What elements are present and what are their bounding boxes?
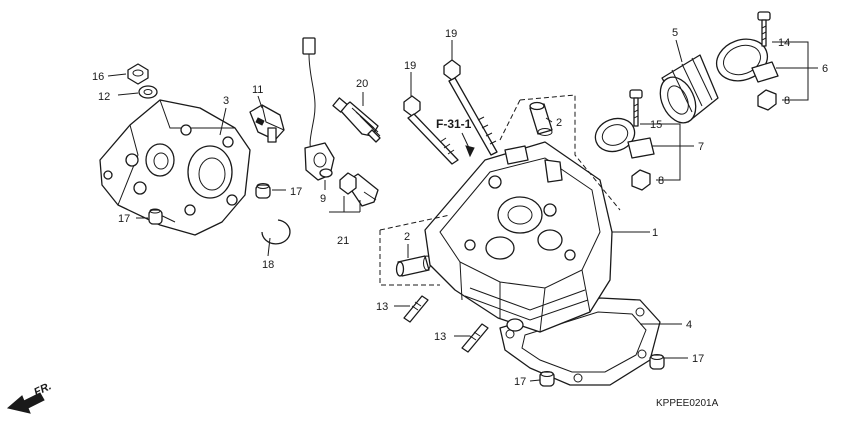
callout-9: 9 (320, 193, 326, 205)
reference-box-upper (499, 94, 621, 211)
callout-6: 6 (822, 63, 828, 75)
part-9-plug-wire (302, 37, 335, 181)
part-8-nut-upper (757, 89, 777, 111)
callout-8-lower: 8 (658, 175, 664, 187)
part-17-cap-d (539, 371, 555, 387)
callout-4: 4 (686, 319, 692, 331)
part-13-stud-lower (461, 323, 489, 353)
callout-17-a: 17 (290, 186, 302, 198)
part-20-spark-plug (332, 97, 381, 143)
part-13-stud-upper (403, 295, 429, 323)
callout-14: 14 (778, 37, 790, 49)
part-21-sensor (339, 172, 379, 207)
part-2-dowel-upper (529, 101, 553, 136)
part-19-bolt-short (403, 95, 459, 165)
callout-15: 15 (650, 119, 662, 131)
part-16-nut (127, 63, 149, 85)
callout-11: 11 (252, 84, 263, 96)
part-17-cap-b (148, 208, 163, 225)
part-2-dowel-lower (395, 255, 431, 277)
part-19-bolt-long (443, 59, 498, 156)
callout-5: 5 (672, 27, 678, 39)
callout-8-upper: 8 (784, 95, 790, 107)
front-direction-indicator: FR. (6, 380, 53, 414)
part-6-clamp (715, 38, 779, 83)
part-5-intake-rubber (659, 54, 719, 124)
callout-12: 12 (98, 91, 110, 103)
callout-labels: 16 12 3 11 20 19 19 2 17 17 9 21 18 2 13… (92, 27, 828, 388)
diagram-code: KPPEE0201A (656, 398, 719, 409)
part-8-nut-lower (631, 169, 651, 191)
callout-17-b: 17 (118, 213, 130, 225)
callout-13-upper: 13 (376, 301, 388, 313)
part-14-screw (757, 11, 771, 47)
callout-17-c: 17 (692, 353, 704, 365)
callout-1: 1 (652, 227, 658, 239)
part-7-clamp (594, 117, 655, 159)
callout-3: 3 (223, 95, 229, 107)
part-11-sensor (249, 104, 285, 143)
reference-label: F-31-1 (436, 117, 472, 131)
reference-box-lower (379, 214, 451, 286)
reference-arrow: F-31-1 (436, 117, 475, 158)
front-arrow-icon (6, 392, 45, 414)
callout-2-lower: 2 (404, 231, 410, 243)
part-1-cylinder-head (424, 141, 613, 333)
callout-20: 20 (356, 78, 368, 90)
part-12-washer (138, 85, 158, 99)
part-18-circlip (261, 219, 291, 245)
callout-17-d: 17 (514, 376, 526, 388)
part-17-cap-c (649, 354, 665, 370)
callout-19-top: 19 (445, 28, 457, 40)
callout-13-lower: 13 (434, 331, 446, 343)
callout-7: 7 (698, 141, 704, 153)
front-label: FR. (32, 380, 53, 398)
callout-19-left: 19 (404, 60, 416, 72)
callout-18: 18 (262, 259, 274, 271)
callout-21: 21 (337, 235, 349, 247)
part-15-screw (629, 89, 643, 127)
leader-lines (107, 39, 818, 382)
callout-2-upper: 2 (556, 117, 562, 129)
callout-16: 16 (92, 71, 104, 83)
part-3-intake-body (99, 99, 251, 236)
part-17-cap-a (255, 183, 271, 199)
